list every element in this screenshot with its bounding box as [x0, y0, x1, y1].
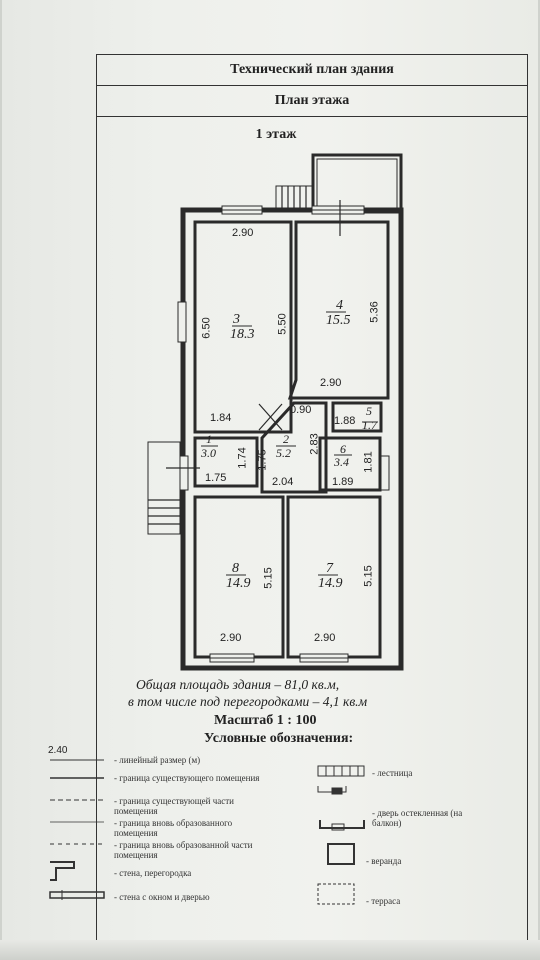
room4-area: 15.5: [326, 313, 351, 328]
total-area: Общая площадь здания – 81,0 кв.м,: [136, 677, 340, 692]
room3-width: 2.90: [232, 227, 254, 239]
legend-terrace: - терраса: [366, 896, 401, 906]
header-mid-rule: [96, 85, 528, 86]
header-bottom-rule: [96, 116, 528, 117]
legend-item-1: - линейный размер (м): [114, 755, 201, 765]
legend-symbols: [49, 759, 365, 905]
legend-item-5: - граница вновь образованной части помещ…: [114, 840, 253, 860]
room8-width: 2.90: [220, 632, 242, 644]
room3-inner: 5.50: [276, 313, 289, 335]
room5-id: 5: [366, 404, 372, 418]
room3-length: 6.50: [200, 317, 213, 339]
room6-width: 1.89: [332, 476, 354, 488]
room8-id: 8: [232, 561, 239, 576]
room4-id: 4: [336, 298, 343, 313]
scale-label: Масштаб 1 : 100: [214, 713, 317, 728]
room7-width: 2.90: [314, 632, 336, 644]
room6-area: 3.4: [334, 455, 349, 469]
room7-length: 5.15: [362, 565, 375, 587]
legend-veranda: - веранда: [366, 856, 402, 866]
room1-width: 1.75: [205, 472, 227, 484]
room3-low: 1.84: [210, 412, 232, 424]
room7-id: 7: [326, 561, 333, 576]
room3-id: 3: [233, 312, 240, 327]
room4-width: 2.90: [320, 377, 342, 389]
room6-length: 1.81: [362, 451, 375, 473]
room1-id: 1: [206, 432, 212, 446]
legend-glass-door: - дверь остекленная (на балкон): [372, 808, 463, 828]
legend-item-6: - стена, перегородка: [114, 868, 192, 878]
room2-id: 2: [283, 432, 289, 446]
partition-area: в том числе под перегородками – 4,1 кв.м: [128, 694, 368, 709]
room8-area: 14.9: [226, 576, 251, 591]
room2-height: 2.83: [308, 433, 321, 455]
legend-sample-dim: 2.40: [48, 745, 68, 756]
document-title: Технический план здания: [230, 62, 394, 77]
room3-area: 18.3: [230, 327, 255, 342]
room6-id: 6: [340, 442, 346, 456]
floor-label: 1 этаж: [255, 127, 297, 142]
room5-width: 1.88: [334, 415, 356, 427]
bottom-shadow: [0, 940, 540, 960]
room8-length: 5.15: [262, 567, 275, 589]
room2-width: 2.04: [272, 476, 294, 488]
legend-item-7: - стена с окном и дверью: [114, 892, 210, 902]
room7-area: 14.9: [318, 576, 343, 591]
header-top-rule: [96, 54, 528, 55]
room1-area: 3.0: [201, 446, 216, 460]
plan-subtitle: План этажа: [274, 93, 350, 108]
legend-item-2: - граница существующего помещения: [114, 773, 260, 783]
room2-area: 5.2: [276, 446, 291, 460]
legend-title: Условные обозначения:: [204, 731, 354, 746]
legend-item-3: - граница существующей части помещения: [114, 796, 235, 816]
room1-length: 1.74: [236, 447, 249, 469]
floor-plan: [147, 153, 404, 671]
legend-item-4: - граница вновь образованного помещения: [114, 818, 233, 838]
room2-length: 1.75: [256, 449, 269, 471]
page-frame: [96, 54, 528, 942]
room5-area: 1.7: [362, 418, 377, 432]
room5-extra: 0.90: [290, 404, 312, 416]
legend-stairs: - лестница: [372, 768, 413, 778]
room4-length: 5.36: [368, 301, 381, 323]
